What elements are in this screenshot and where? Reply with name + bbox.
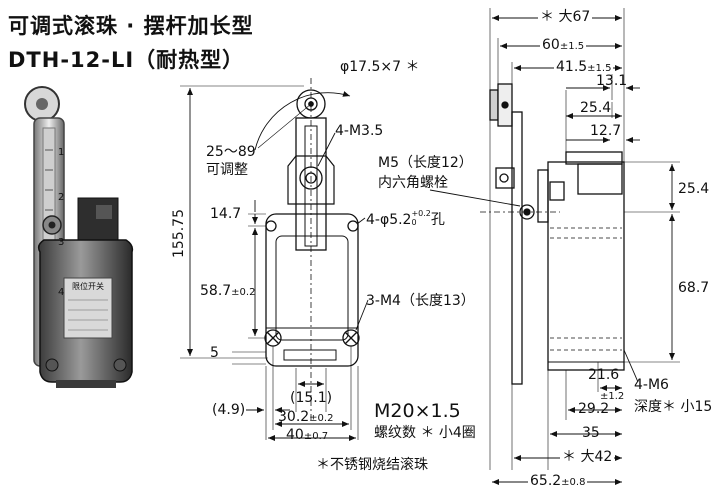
- thread-label: M20×1.5: [374, 400, 461, 422]
- dim-13-1: 13.1: [596, 73, 628, 89]
- model-title: DTH-12-LI（耐热型）: [8, 48, 245, 72]
- dim-35: 35: [582, 425, 600, 441]
- front-view-drawing: [264, 78, 360, 420]
- dim-58-7-value: 58.7: [200, 283, 232, 299]
- material-note: ＊不锈钢烧结滚珠: [316, 457, 428, 473]
- dim-41-5: 41.5±1.5: [554, 59, 614, 75]
- page-title: 可调式滚珠 · 摆杆加长型: [8, 14, 254, 38]
- dim-65-2: 65.2±0.8: [528, 473, 588, 489]
- thread-depth-label: 深度＊ 小15: [634, 399, 713, 415]
- dim-max-42: ＊ 大42: [560, 449, 615, 465]
- dim-21-6: 21.6: [588, 367, 620, 383]
- dim-58-7-tol: ±0.2: [231, 287, 256, 298]
- dim-58-7: 58.7±0.2: [200, 284, 255, 298]
- thread-note: 螺纹数 ＊ 小4圈: [374, 425, 476, 441]
- dim-14-7: 14.7: [210, 206, 242, 222]
- scale-tick-3: 3: [58, 237, 65, 248]
- roller-diameter-label: φ17.5×7 ＊: [340, 59, 420, 75]
- mount-holes: [264, 220, 360, 347]
- dim-25-4-top: 25.4: [580, 100, 612, 116]
- angle-range-label: 25～89: [206, 144, 256, 160]
- dim-12-7: 12.7: [590, 123, 622, 139]
- dim-60: 60±1.5: [540, 37, 587, 53]
- dim-65-2-tol: ±0.8: [561, 477, 586, 488]
- hole-tol-upper: +0.2: [411, 209, 431, 218]
- bolt-label-line2: 内六角螺栓: [378, 175, 448, 191]
- dim-60-value: 60: [542, 37, 560, 53]
- screw-m3-5-label: 4-M3.5: [335, 123, 384, 139]
- scale-tick-1: 1: [58, 147, 65, 158]
- bolt-label-line1: M5（长度12）: [378, 155, 473, 171]
- dim-29-2: 29.2: [578, 401, 610, 417]
- dim-15-1: (15.1): [290, 390, 333, 406]
- dim-30-2-tol: ±0.2: [309, 413, 334, 424]
- dim-40: 40±0.7: [286, 428, 328, 442]
- product-photo: [24, 86, 134, 388]
- dim-max-67: ＊ 大67: [538, 9, 593, 25]
- side-switch-body: [547, 161, 625, 371]
- dim-68-7: 68.7: [678, 280, 710, 296]
- dim-25-4-right: 25.4: [678, 181, 710, 197]
- dim-41-5-value: 41.5: [556, 59, 588, 75]
- hole-tol-lower: 0: [411, 218, 417, 227]
- switch-body-outline: [265, 213, 359, 367]
- scale-tick-4: 4: [58, 287, 65, 298]
- mount-screw-label: 3-M4（长度13）: [366, 293, 475, 309]
- dim-40-value: 40: [286, 427, 304, 443]
- thread-4m6-label: 4-M6: [634, 377, 669, 393]
- hex-bolt: [519, 204, 535, 220]
- dim-40-tol: ±0.7: [303, 431, 329, 442]
- dim-4-9: (4.9): [212, 402, 246, 418]
- scale-tick-2: 2: [58, 192, 65, 203]
- front-view-dimensions: [180, 85, 369, 441]
- dim-30-2: 30.2±0.2: [278, 410, 333, 424]
- dim-155-75: 155.75: [171, 209, 187, 258]
- side-view-drawing: [480, 83, 625, 385]
- dim-60-tol: ±1.5: [559, 41, 585, 52]
- dim-5: 5: [210, 345, 219, 361]
- nameplate-text: 限位开关: [72, 282, 104, 291]
- dim-41-5-tol: ±1.5: [587, 63, 612, 74]
- dim-65-2-value: 65.2: [530, 473, 562, 489]
- lever-plate: [511, 111, 523, 385]
- angle-adjustable-label: 可调整: [206, 162, 248, 178]
- dim-30-2-value: 30.2: [278, 409, 310, 425]
- hole-unit: 孔: [430, 212, 445, 228]
- dim-29-2-tol: ±1.2: [600, 391, 625, 402]
- hole-count-dia: 4-φ5.2: [366, 212, 412, 228]
